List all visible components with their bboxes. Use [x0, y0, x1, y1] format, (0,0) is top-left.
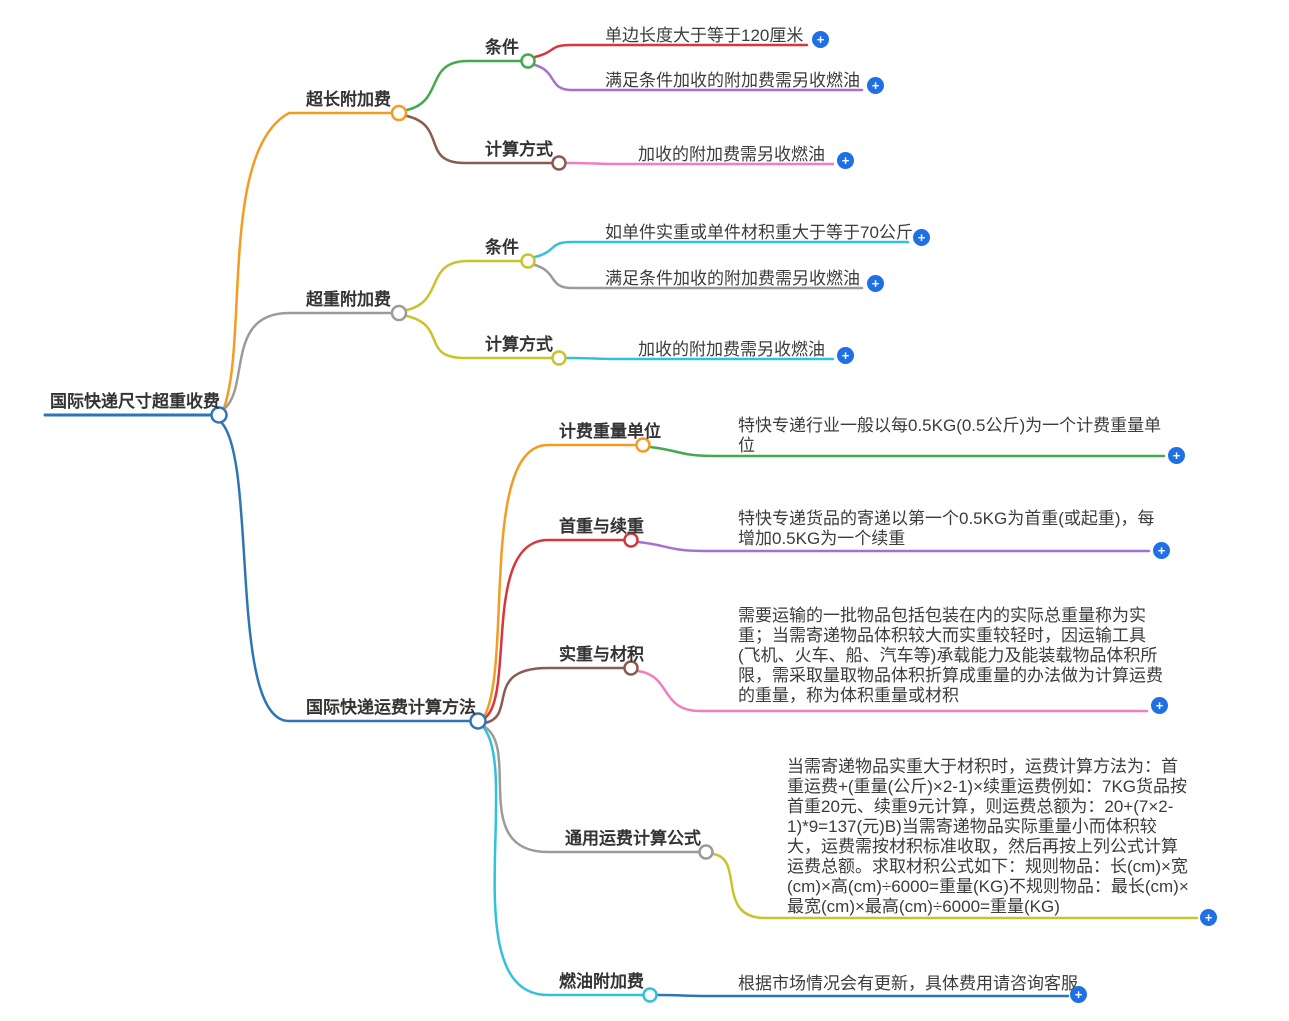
expand-icon[interactable]: + — [837, 347, 854, 364]
topic-fuel-surcharge[interactable]: 燃油附加费 — [559, 972, 644, 991]
leaf-overweight-condition-weight[interactable]: 如单件实重或单件材积重大于等于70公斤 — [605, 223, 913, 242]
node-point-firstweight[interactable] — [623, 532, 639, 548]
node-point-overlength-calc[interactable] — [551, 155, 567, 171]
edge-actualvolume-leaf — [636, 669, 1149, 713]
expand-icon[interactable]: + — [1200, 909, 1217, 926]
leaf-overlength-calc[interactable]: 加收的附加费需另收燃油 — [638, 145, 825, 164]
topic-calc-method[interactable]: 国际快递运费计算方法 — [306, 698, 476, 717]
expand-icon[interactable]: + — [837, 152, 854, 169]
edge-condition-leaf-fuel — [533, 63, 864, 92]
topic-overlength-surcharge[interactable]: 超长附加费 — [306, 90, 391, 109]
topic-general-formula[interactable]: 通用运费计算公式 — [565, 829, 701, 848]
edge-overweight-calc — [405, 314, 553, 360]
node-point-unit[interactable] — [635, 437, 651, 453]
root-topic[interactable]: 国际快递尺寸超重收费 — [50, 392, 220, 411]
edge-root-calcmethod — [219, 420, 472, 723]
edge-calcmethod-unit — [483, 443, 638, 717]
leaf-general-formula[interactable]: 当需寄递物品实重大于材积时，运费计算方法为：首重运费+(重量(公斤)×2-1)×… — [787, 757, 1189, 916]
edge-unit-leaf — [648, 445, 1166, 458]
leaf-overweight-condition-fuel[interactable]: 满足条件加收的附加费需另收燃油 — [605, 269, 860, 288]
edge-calcmethod-actualvolume — [483, 666, 626, 725]
edge-calcmethod-fuel — [482, 726, 645, 997]
topic-billing-weight-unit[interactable]: 计费重量单位 — [559, 422, 661, 441]
edge-calc-leaf-overlength — [565, 161, 835, 166]
edge-formula-leaf — [711, 852, 1199, 920]
node-point-overweight[interactable] — [390, 304, 408, 322]
expand-icon[interactable]: + — [1153, 542, 1170, 559]
edge-overlength-condition — [405, 59, 522, 112]
leaf-first-weight[interactable]: 特快专递货品的寄递以第一个0.5KG为首重(或起重)，每增加0.5KG为一个续重 — [738, 509, 1155, 548]
expand-icon[interactable]: + — [867, 275, 884, 292]
edge-fuel-leaf — [655, 993, 1070, 998]
leaf-billing-weight-unit[interactable]: 特快专递行业一般以每0.5KG(0.5公斤)为一个计费重量单位 — [738, 416, 1162, 455]
edge-calc-leaf-overweight — [565, 356, 835, 361]
leaf-actual-vs-volume[interactable]: 需要运输的一批物品包括包装在内的实际总重量称为实重；当需寄递物品体积较大而实重较… — [738, 606, 1163, 705]
expand-icon[interactable]: + — [1151, 697, 1168, 714]
edge-calcmethod-firstweight — [483, 538, 626, 720]
topic-overlength-calc[interactable]: 计算方式 — [485, 140, 553, 159]
topic-overweight-calc[interactable]: 计算方式 — [485, 335, 553, 354]
node-point-overlength-condition[interactable] — [520, 53, 536, 69]
node-point-fuel[interactable] — [642, 987, 658, 1003]
topic-overweight-surcharge[interactable]: 超重附加费 — [306, 290, 391, 309]
node-point-root[interactable] — [210, 406, 228, 424]
node-point-overlength[interactable] — [390, 104, 408, 122]
node-point-actualvolume[interactable] — [623, 660, 639, 676]
leaf-overlength-condition-length[interactable]: 单边长度大于等于120厘米 — [605, 26, 804, 45]
edge-condition-leaf-length — [533, 43, 809, 59]
edge-firstweight-leaf — [636, 540, 1151, 553]
edge-condition-leaf-fuel2 — [533, 263, 864, 290]
expand-icon[interactable]: + — [1070, 986, 1087, 1003]
edge-condition-leaf-weight — [533, 240, 910, 259]
leaf-overweight-calc[interactable]: 加收的附加费需另收燃油 — [638, 340, 825, 359]
leaf-overlength-condition-fuel[interactable]: 满足条件加收的附加费需另收燃油 — [605, 71, 860, 90]
node-point-formula[interactable] — [698, 844, 714, 860]
node-point-overweight-calc[interactable] — [551, 350, 567, 366]
expand-icon[interactable]: + — [867, 77, 884, 94]
topic-overlength-condition[interactable]: 条件 — [485, 38, 519, 57]
node-point-overweight-condition[interactable] — [520, 253, 536, 269]
edge-overlength-calc — [405, 114, 553, 165]
expand-icon[interactable]: + — [913, 229, 930, 246]
expand-icon[interactable]: + — [1168, 447, 1185, 464]
leaf-fuel-surcharge[interactable]: 根据市场情况会有更新，具体费用请咨询客服 — [738, 974, 1078, 993]
edge-overweight-condition — [405, 259, 522, 312]
topic-first-weight[interactable]: 首重与续重 — [559, 517, 644, 536]
topic-overweight-condition[interactable]: 条件 — [485, 238, 519, 257]
edge-root-overweight — [222, 311, 393, 411]
edge-root-overlength — [222, 111, 393, 410]
expand-icon[interactable]: + — [812, 31, 829, 48]
topic-actual-vs-volume[interactable]: 实重与材积 — [559, 645, 644, 664]
node-point-calcmethod[interactable] — [469, 712, 487, 730]
edge-calcmethod-formula — [483, 725, 701, 854]
